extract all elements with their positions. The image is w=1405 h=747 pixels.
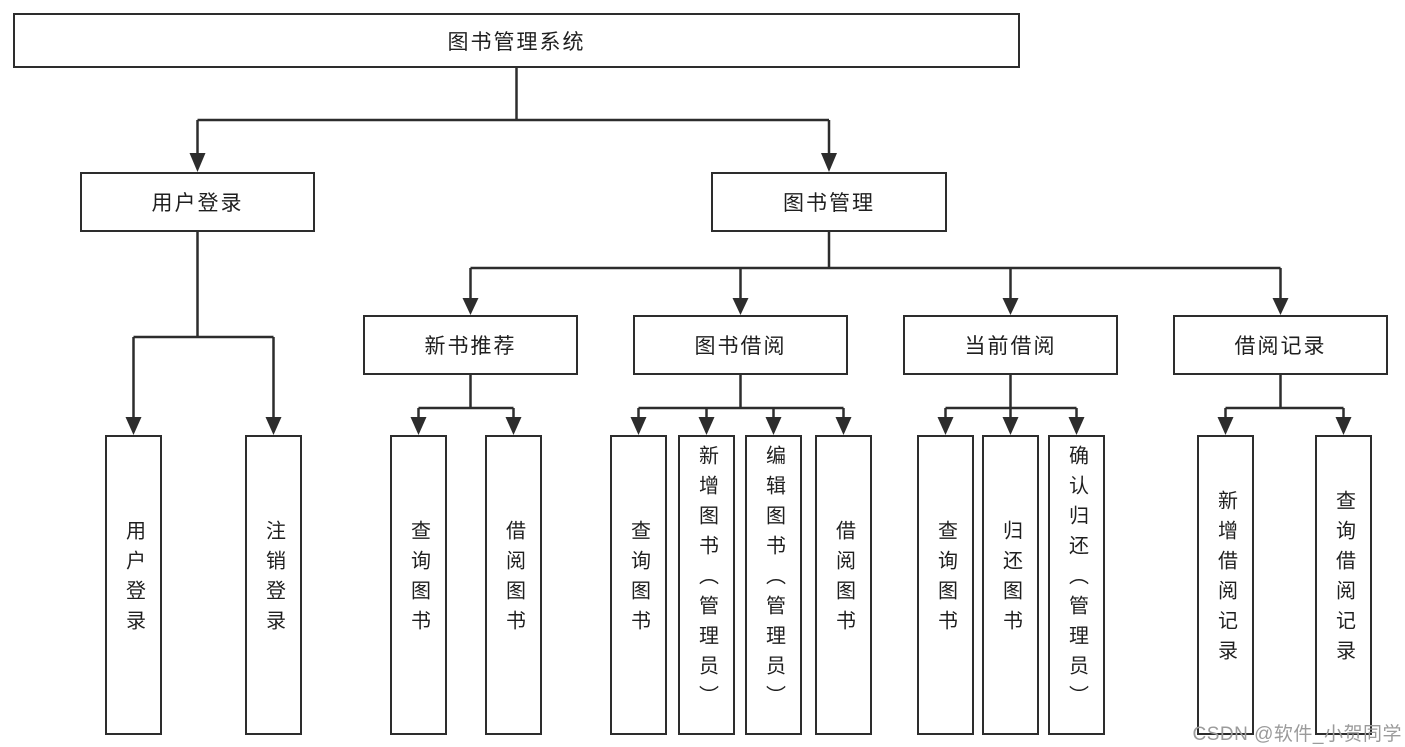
- leaf-borrow-book-borrow-label: 借阅图书: [832, 520, 855, 640]
- leaf-query-borrow-record: 查询借阅记录: [1315, 435, 1372, 735]
- leaf-user-login-label: 用户登录: [122, 520, 145, 640]
- connector-current-borrow-to-leaves: [937, 375, 1085, 435]
- leaf-query-book-current: 查询图书: [917, 435, 974, 735]
- leaf-edit-book-admin: 编辑图书（管理员）: [745, 435, 802, 735]
- leaf-add-borrow-record-label: 新增借阅记录: [1214, 490, 1237, 670]
- node-current-borrow: 当前借阅: [903, 315, 1118, 375]
- connector-book-borrow-to-leaves: [630, 375, 852, 435]
- connector-user-login-to-leaves: [125, 232, 282, 435]
- node-new-book-recommend-label: 新书推荐: [424, 335, 517, 358]
- watermark: CSDN @软件_小贺同学: [1192, 724, 1402, 745]
- leaf-query-book-recommend-label: 查询图书: [407, 520, 430, 640]
- leaf-add-book-admin-label: 新增图书（管理员）: [695, 445, 718, 715]
- leaf-user-login: 用户登录: [105, 435, 162, 735]
- leaf-confirm-return-admin-label: 确认归还（管理员）: [1065, 445, 1088, 715]
- leaf-confirm-return-admin: 确认归还（管理员）: [1048, 435, 1105, 735]
- leaf-return-book-label: 归还图书: [999, 520, 1022, 640]
- connector-root-to-level2: [189, 68, 837, 172]
- node-book-management-label: 图书管理: [783, 192, 875, 215]
- node-book-borrow-label: 图书借阅: [694, 335, 787, 358]
- node-book-management: 图书管理: [711, 172, 947, 232]
- leaf-query-book-current-label: 查询图书: [934, 520, 957, 640]
- node-book-borrow: 图书借阅: [633, 315, 848, 375]
- node-current-borrow-label: 当前借阅: [964, 335, 1057, 358]
- leaf-add-borrow-record: 新增借阅记录: [1197, 435, 1254, 735]
- leaf-borrow-book-borrow: 借阅图书: [815, 435, 872, 735]
- connector-borrow-records-to-leaves: [1217, 375, 1352, 435]
- leaf-logout-login: 注销登录: [245, 435, 302, 735]
- leaf-borrow-book-recommend: 借阅图书: [485, 435, 542, 735]
- node-root-label: 图书管理系统: [447, 30, 586, 54]
- leaf-edit-book-admin-label: 编辑图书（管理员）: [762, 445, 785, 715]
- connector-book-management-to-level3: [462, 232, 1289, 315]
- node-new-book-recommend: 新书推荐: [363, 315, 578, 375]
- leaf-add-book-admin: 新增图书（管理员）: [678, 435, 735, 735]
- node-borrow-records-label: 借阅记录: [1234, 335, 1327, 358]
- leaf-query-borrow-record-label: 查询借阅记录: [1332, 490, 1355, 670]
- node-user-login-label: 用户登录: [151, 192, 244, 215]
- connector-new-book-recommend-to-leaves: [410, 375, 522, 435]
- node-user-login: 用户登录: [80, 172, 315, 232]
- node-borrow-records: 借阅记录: [1173, 315, 1388, 375]
- leaf-query-book-borrow: 查询图书: [610, 435, 667, 735]
- node-root: 图书管理系统: [13, 13, 1020, 68]
- leaf-query-book-recommend: 查询图书: [390, 435, 447, 735]
- leaf-return-book: 归还图书: [982, 435, 1039, 735]
- leaf-query-book-borrow-label: 查询图书: [627, 520, 650, 640]
- leaf-borrow-book-recommend-label: 借阅图书: [502, 520, 525, 640]
- leaf-logout-login-label: 注销登录: [262, 520, 285, 640]
